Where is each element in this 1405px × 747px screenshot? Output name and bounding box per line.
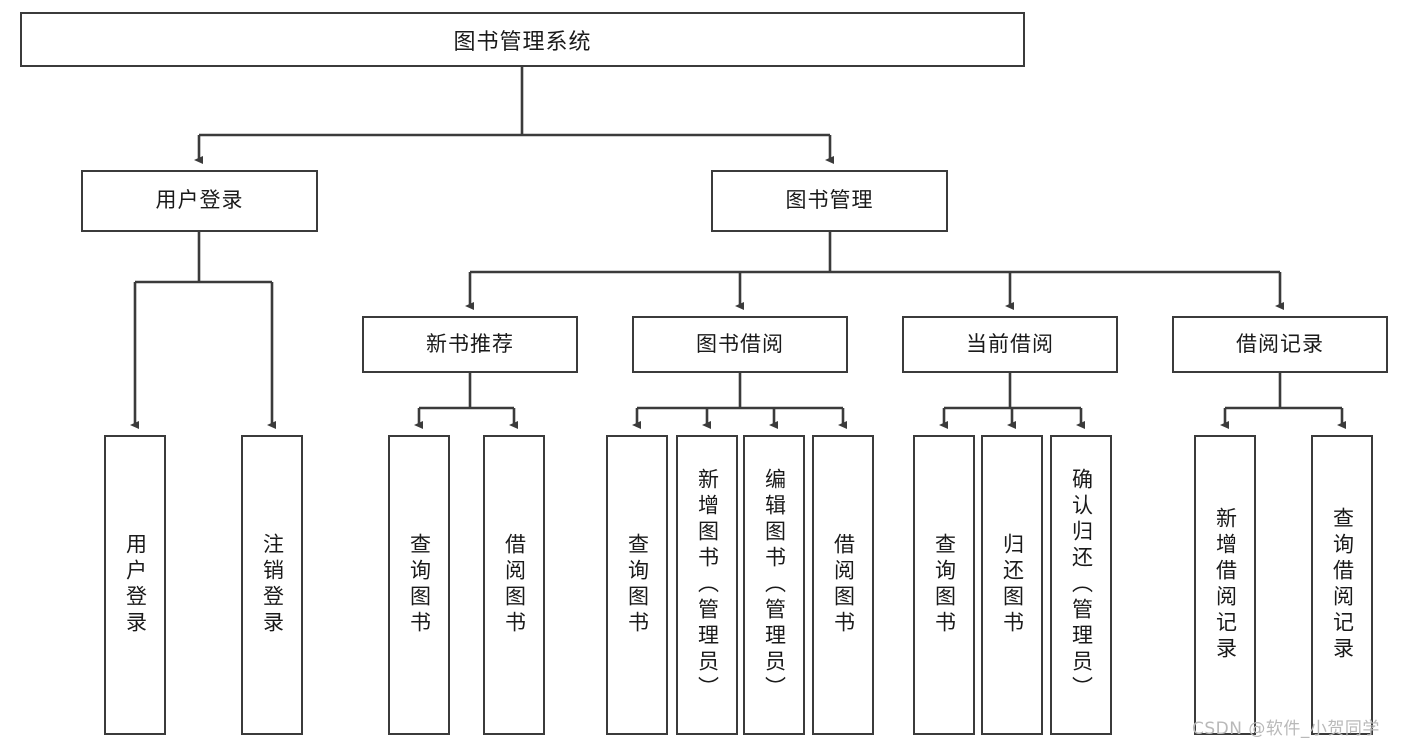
leaf-confirm-return-admin: 确认归还（管理员） <box>1050 435 1112 735</box>
leaf-logout-label: 注销登录 <box>260 533 285 637</box>
leaf-logout: 注销登录 <box>241 435 303 735</box>
node-book-management-label: 图书管理 <box>785 188 874 213</box>
leaf-add-borrow-record-label: 新增借阅记录 <box>1213 507 1238 663</box>
leaf-query-book-borrow-label: 查询图书 <box>625 533 650 637</box>
node-new-book-recommend-label: 新书推荐 <box>426 331 514 356</box>
leaf-query-book-recommend: 查询图书 <box>388 435 450 735</box>
leaf-edit-book-admin: 编辑图书（管理员） <box>743 435 805 735</box>
watermark: CSDN @软件_小贺同学 <box>1192 714 1380 739</box>
leaf-add-book-admin-label: 新增图书（管理员） <box>695 468 720 702</box>
node-book-management: 图书管理 <box>711 170 948 232</box>
node-book-borrow-label: 图书借阅 <box>696 331 784 356</box>
leaf-borrow-book-label: 借阅图书 <box>831 533 856 637</box>
leaf-query-book-current-label: 查询图书 <box>932 533 957 637</box>
leaf-return-book-label: 归还图书 <box>1000 533 1025 637</box>
leaf-add-book-admin: 新增图书（管理员） <box>676 435 738 735</box>
leaf-user-login: 用户登录 <box>104 435 166 735</box>
node-user-login: 用户登录 <box>81 170 318 232</box>
leaf-query-book-borrow: 查询图书 <box>606 435 668 735</box>
leaf-query-book-current: 查询图书 <box>913 435 975 735</box>
leaf-borrow-book: 借阅图书 <box>812 435 874 735</box>
leaf-query-borrow-record: 查询借阅记录 <box>1311 435 1373 735</box>
node-current-borrow-label: 当前借阅 <box>966 331 1054 356</box>
leaf-confirm-return-admin-label: 确认归还（管理员） <box>1069 468 1094 702</box>
node-borrow-records-label: 借阅记录 <box>1236 331 1324 356</box>
node-new-book-recommend: 新书推荐 <box>362 316 578 373</box>
node-book-borrow: 图书借阅 <box>632 316 848 373</box>
node-root: 图书管理系统 <box>20 12 1025 67</box>
node-current-borrow: 当前借阅 <box>902 316 1118 373</box>
node-borrow-records: 借阅记录 <box>1172 316 1388 373</box>
node-user-login-label: 用户登录 <box>155 188 244 213</box>
leaf-user-login-label: 用户登录 <box>123 533 148 637</box>
node-root-label: 图书管理系统 <box>453 29 592 55</box>
leaf-add-borrow-record: 新增借阅记录 <box>1194 435 1256 735</box>
leaf-query-borrow-record-label: 查询借阅记录 <box>1330 507 1355 663</box>
leaf-borrow-book-recommend: 借阅图书 <box>483 435 545 735</box>
leaf-borrow-book-recommend-label: 借阅图书 <box>502 533 527 637</box>
leaf-query-book-recommend-label: 查询图书 <box>407 533 432 637</box>
leaf-edit-book-admin-label: 编辑图书（管理员） <box>762 468 787 702</box>
leaf-return-book: 归还图书 <box>981 435 1043 735</box>
watermark-text: CSDN @软件_小贺同学 <box>1192 719 1380 739</box>
